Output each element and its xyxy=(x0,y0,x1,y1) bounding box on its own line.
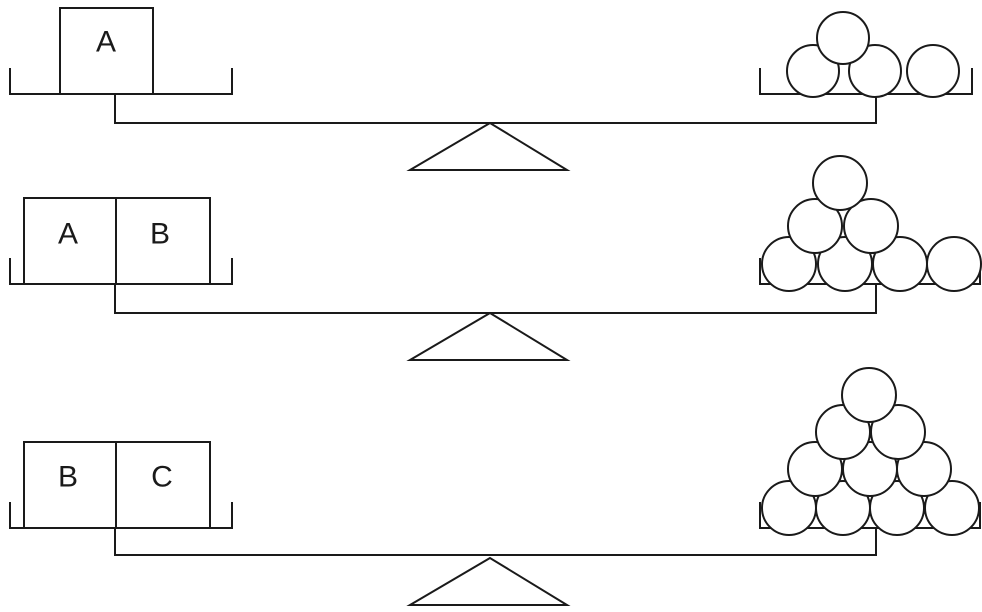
scale-1-block-1: A xyxy=(60,8,153,94)
scale-1-fulcrum xyxy=(410,123,567,170)
ball xyxy=(907,45,959,97)
scale-1-block-1-label: A xyxy=(96,26,116,59)
scale-2-balls xyxy=(762,156,981,291)
scale-2-fulcrum xyxy=(410,313,567,360)
ball xyxy=(927,237,981,291)
scale-3-balls xyxy=(762,368,979,535)
scale-3-block-2-label: C xyxy=(151,461,173,494)
scale-2: A B xyxy=(10,156,981,360)
scale-2-beam xyxy=(115,284,876,313)
ball xyxy=(842,368,896,422)
scale-2-block-2: B xyxy=(116,198,210,284)
scale-2-block-1-label: A xyxy=(58,218,78,251)
scale-2-block-1: A xyxy=(24,198,116,284)
scale-3-block-2: C xyxy=(116,442,210,528)
scale-1-balls xyxy=(787,12,959,97)
scale-1: A xyxy=(10,8,972,170)
scale-3-fulcrum xyxy=(410,558,567,605)
scale-3: B C xyxy=(10,368,980,605)
ball xyxy=(813,156,867,210)
scale-3-block-1-label: B xyxy=(58,461,78,494)
scale-3-beam xyxy=(115,528,876,555)
scale-2-block-2-label: B xyxy=(150,218,170,251)
ball xyxy=(817,12,869,64)
scale-1-beam xyxy=(115,94,876,123)
scale-3-block-1: B xyxy=(24,442,116,528)
